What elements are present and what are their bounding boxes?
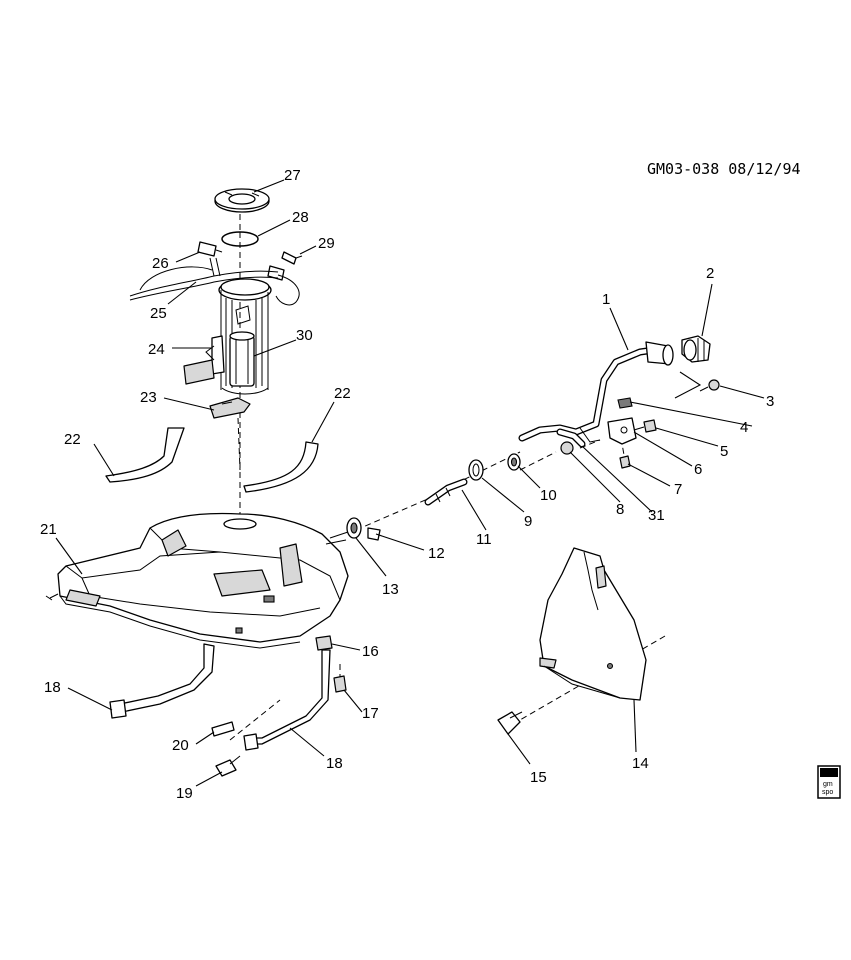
bracket-16	[315, 635, 333, 651]
bolt-15	[497, 711, 523, 735]
callout-18-right: 18	[326, 755, 343, 772]
bolt-5	[633, 419, 657, 433]
callout-26: 26	[152, 255, 169, 272]
logo-text-gm: gm	[823, 781, 833, 788]
callout-27: 27	[284, 167, 301, 184]
callouts: 1 2 3 4 5 6 7 8 9 10 11 12 13 14 15 16 1…	[40, 167, 774, 802]
callout-17: 17	[362, 705, 379, 722]
lock-ring-27	[214, 188, 270, 213]
callout-31: 31	[648, 507, 665, 524]
filler-hose-11	[424, 478, 468, 506]
strainer-23	[209, 397, 251, 419]
callout-19: 19	[176, 785, 193, 802]
callout-2: 2	[706, 265, 714, 282]
grommet-13	[346, 517, 362, 539]
callout-18-left: 18	[44, 679, 61, 696]
callout-30: 30	[296, 327, 313, 344]
filler-cap-2	[681, 335, 711, 363]
callout-12: 12	[428, 545, 445, 562]
hose-clamp-10	[507, 453, 521, 471]
tank-strap-22-right	[243, 441, 319, 493]
callout-22-right: 22	[334, 385, 351, 402]
callout-7: 7	[674, 481, 682, 498]
bolt-17	[333, 675, 347, 693]
wiring-harness-25	[129, 241, 300, 306]
callout-4: 4	[740, 419, 748, 436]
callout-25: 25	[150, 305, 167, 322]
callout-11: 11	[476, 531, 492, 548]
drawing-code: GM03-038 08/12/94	[647, 160, 801, 178]
callout-20: 20	[172, 737, 189, 754]
callout-6: 6	[694, 461, 702, 478]
callout-9: 9	[524, 513, 532, 530]
nut-7	[619, 455, 631, 469]
callout-14: 14	[632, 755, 649, 772]
callout-21: 21	[40, 521, 57, 538]
screw-3	[699, 379, 720, 392]
callout-23: 23	[140, 389, 157, 406]
hose-31	[556, 428, 586, 448]
callout-1: 1	[602, 291, 610, 308]
clip-12	[367, 527, 381, 541]
tank-strap-22-left	[105, 427, 185, 483]
gm-spo-logo: gm spo	[817, 765, 841, 799]
bracket-6	[607, 417, 637, 445]
leader-lines	[55, 179, 765, 787]
callout-16: 16	[362, 643, 379, 660]
callout-15: 15	[530, 769, 547, 786]
callout-3: 3	[766, 393, 774, 410]
callout-28: 28	[292, 209, 309, 226]
clamp-8	[560, 441, 574, 455]
logo-text-spo: spo	[822, 789, 833, 796]
callout-8: 8	[616, 501, 624, 518]
bracket-4	[617, 397, 633, 409]
strap-18-left	[109, 643, 215, 719]
callout-29: 29	[318, 235, 335, 252]
strap-18-right	[243, 649, 331, 751]
callout-24: 24	[148, 341, 165, 358]
spacer-20	[211, 721, 235, 737]
seal-ring-28	[221, 231, 259, 247]
callout-10: 10	[540, 487, 557, 504]
callout-5: 5	[720, 443, 728, 460]
connector-29	[281, 251, 303, 265]
filler-pipe-1	[518, 341, 674, 443]
fuel-tank-21	[45, 512, 349, 649]
callout-22-left: 22	[64, 431, 81, 448]
fuel-pump-30	[229, 331, 255, 387]
heat-shield-14	[539, 547, 647, 701]
fuel-sender-module-24	[183, 278, 272, 395]
callout-13: 13	[382, 581, 399, 598]
hose-clamp-9	[468, 459, 484, 481]
